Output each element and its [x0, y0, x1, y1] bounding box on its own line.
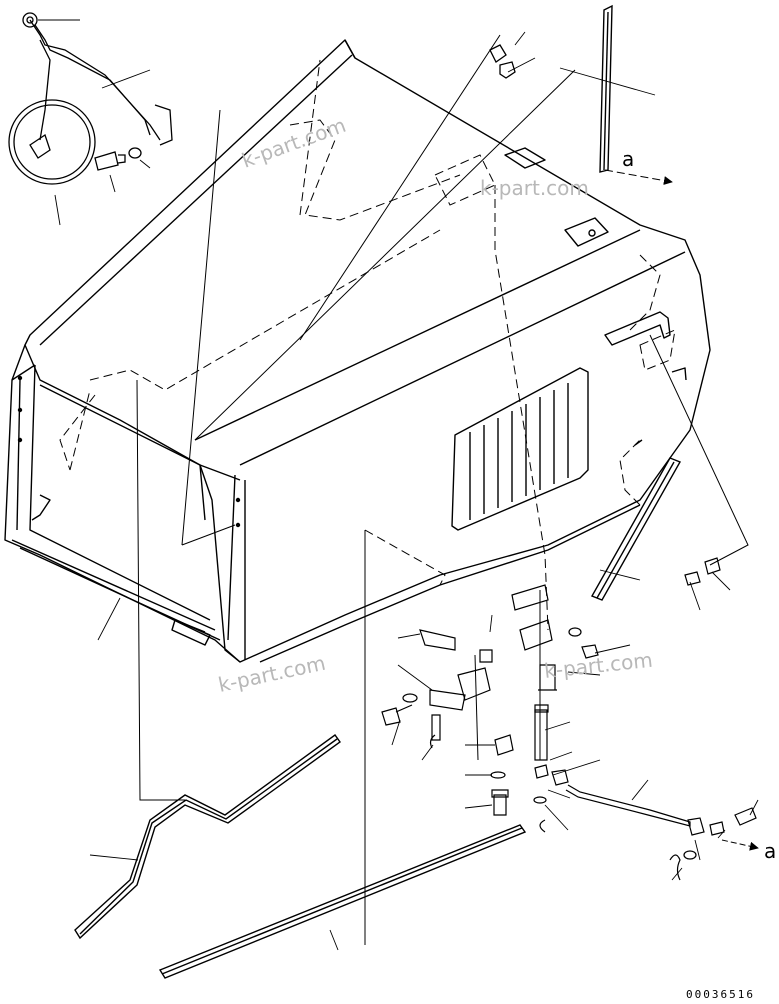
assembly-lines — [136, 34, 749, 945]
cab-body — [4, 39, 711, 663]
watermark: k-part.com — [216, 651, 328, 697]
latch-hardware — [381, 557, 757, 881]
arrow-label-bottom: a — [764, 839, 776, 863]
arrow-a-bottom — [721, 839, 759, 851]
hidden-lines — [59, 59, 676, 631]
cap-fittings — [489, 44, 516, 79]
side-weatherstrip — [590, 457, 682, 601]
callout-leaders — [38, 19, 759, 951]
watermark: k-part.com — [239, 113, 350, 173]
watermark: k-part.com — [543, 648, 654, 683]
lower-trim — [74, 734, 527, 979]
mirror-assembly — [8, 12, 173, 185]
arrow-a-top — [604, 169, 673, 186]
arrow-label-top: a — [622, 147, 634, 171]
reference-arrows: a a — [604, 147, 776, 863]
drawing-reference-number: 00036516 — [686, 988, 755, 1001]
vertical-rod — [599, 4, 613, 173]
watermark: k-part.com — [480, 176, 589, 200]
